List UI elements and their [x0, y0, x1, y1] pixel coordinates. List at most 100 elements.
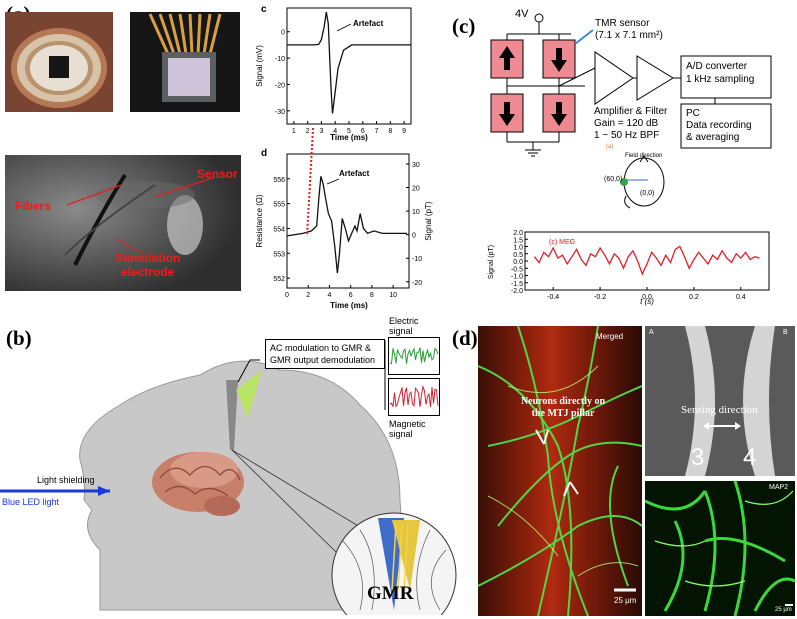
stimulation-label: Stimulation	[115, 251, 181, 265]
scale-bar-left-label: 25 μm	[614, 596, 637, 605]
chart-d-ytick-left-label-2: 554	[273, 226, 285, 233]
electric-signal-trace	[389, 347, 439, 365]
chart-c-ytick-label-0: 0	[281, 30, 285, 37]
meg-ytick-label-7: -1.5	[511, 281, 523, 288]
meg-xtick-label-3: 0.2	[689, 294, 699, 301]
light-shielding-label: Light shielding	[37, 475, 95, 485]
neurons-caption-1: Neurons directly on	[520, 396, 606, 407]
chart-d-xtick-label-1: 2	[306, 292, 310, 299]
pc-label-2: Data recording	[686, 120, 752, 131]
microscope-image: Fibers Sensor Stimulation electrode	[5, 155, 241, 291]
brain	[152, 452, 244, 516]
chart-d-ytick-left-label-0: 556	[273, 177, 285, 184]
magnetic-signal-box	[388, 378, 440, 416]
meg-series-line	[533, 245, 760, 276]
voltage-label: 4V	[515, 8, 529, 20]
map2-image: MAP2 25 μm	[645, 481, 795, 616]
meg-chart: 2.01.51.00.50.0-0.5-1.0-1.5-2.0 -0.4-0.2…	[488, 230, 770, 306]
chart-d-xlabel: Time (ms)	[330, 301, 368, 310]
electric-signal-box	[388, 337, 440, 375]
chart-d-annotation: Artefact	[339, 169, 370, 178]
ac-modulation-line1: AC modulation to GMR &	[270, 343, 372, 353]
panel-c-label: (c)	[452, 14, 476, 38]
magnetic-label-1: Magnetic	[389, 419, 426, 429]
tmr-sensor-label: TMR sensor (7.1 x 7.1 mm²)	[595, 18, 663, 42]
meg-chart-yticks: 2.01.51.00.50.0-0.5-1.0-1.5-2.0	[511, 230, 528, 295]
probe	[226, 380, 238, 450]
chart-c-ytick-label-3: -30	[275, 109, 285, 116]
meg-ytick-label-4: 0.0	[513, 259, 523, 266]
device-photo-chip	[130, 12, 240, 112]
meg-xtick-label-2: 0.0	[642, 294, 652, 301]
chart-d-ytick-right-label-3: 0	[412, 233, 416, 240]
electric-label-1: Electric	[389, 316, 419, 326]
alignment-dotted-line	[306, 127, 314, 237]
chart-d-ylabel-right: Signal (pT)	[424, 201, 433, 240]
head-position-diagram	[620, 155, 665, 209]
chart-c-xtick-label-7: 8	[388, 128, 392, 135]
meg-ytick-label-5: -0.5	[511, 266, 523, 273]
chart-c-letter: c	[261, 4, 267, 15]
meg-xtick-label-4: 0.4	[736, 294, 746, 301]
meg-chart-frame	[524, 231, 770, 291]
ac-modulation-box: AC modulation to GMR & GMR output demodu…	[265, 339, 385, 369]
meg-xlabel: t (s)	[640, 297, 654, 306]
gmr-zoom-circle	[331, 512, 457, 615]
chart-d-ylabel-left: Resistance (Ω)	[255, 194, 264, 247]
electrode-label: electrode	[120, 265, 175, 279]
chart-c-annotation-arrow	[336, 23, 352, 32]
meg-xtick-label-1: -0.2	[594, 294, 606, 301]
meg-ytick-label-1: 1.5	[513, 237, 523, 244]
sensor-label: Sensor	[197, 167, 238, 181]
chart-c-ylabel: Signal (mV)	[255, 45, 264, 87]
merged-label: Merged	[596, 332, 624, 341]
chart-d-ytick-right-label-2: 10	[412, 209, 420, 216]
stimulation-electrode-label: Stimulation electrode	[115, 251, 180, 279]
meg-legend: (c) MEG	[549, 239, 575, 246]
sem-image: A B Sensing direction 3 4	[645, 326, 795, 476]
sem-number-3: 3	[691, 444, 705, 471]
chart-d-frame	[286, 153, 410, 289]
zoom-line-1	[231, 449, 366, 531]
amp-label-2: Gain = 120 dB	[594, 118, 659, 129]
meg-ytick-label-3: 0.5	[513, 252, 523, 259]
probe-light-cone	[236, 370, 262, 418]
chart-c-xtick-label-2: 3	[319, 128, 323, 135]
meg-xtick-label-0: -0.4	[547, 294, 559, 301]
gmr-label: GMR	[367, 583, 414, 604]
chart-d-series-line	[286, 176, 407, 274]
chart-c-xlabel: Time (ms)	[330, 133, 368, 142]
electric-signal-label: Electric signal	[389, 316, 419, 336]
chart-d-letter: d	[261, 148, 267, 159]
meg-ytick-label-0: 2.0	[513, 230, 523, 237]
coord-0-0-label: (0,0)	[640, 190, 655, 197]
chart-d-xtick-label-5: 10	[389, 292, 397, 299]
amp-label-1: Amplifier & Filter	[594, 106, 668, 117]
neurons-caption-2: the MTJ pillar	[531, 408, 595, 419]
chart-d-ytick-right-label-0: 30	[412, 162, 420, 169]
magnetic-signal-label: Magnetic signal	[389, 419, 426, 439]
chart-d-xtick-label-0: 0	[285, 292, 289, 299]
chart-d-ytick-right-label-4: -10	[412, 256, 422, 263]
chart-d-annotation-arrow	[326, 178, 340, 185]
magnetic-signal-trace	[389, 384, 439, 408]
pc-label-1: PC	[686, 108, 700, 119]
tmr-label-1: TMR sensor	[595, 18, 650, 29]
pc-label-3: & averaging	[686, 132, 740, 143]
subfigure-a-label: (a)	[606, 144, 614, 150]
chart-c-xtick-label-0: 1	[292, 128, 296, 135]
magnetic-label-2: signal	[389, 429, 413, 439]
meg-ytick-label-2: 1.0	[513, 245, 523, 252]
adc-label-1: A/D converter	[686, 61, 748, 72]
chart-d-ytick-left-label-1: 555	[273, 202, 285, 209]
chart-d-xtick-label-4: 8	[370, 292, 374, 299]
chart-c-ytick-label-2: -20	[275, 82, 285, 89]
panel-b-label: (b)	[6, 326, 32, 350]
electric-label-2: signal	[389, 326, 413, 336]
sem-number-4: 4	[743, 444, 757, 471]
chart-c-yticks: 0-10-20-30	[275, 30, 290, 116]
